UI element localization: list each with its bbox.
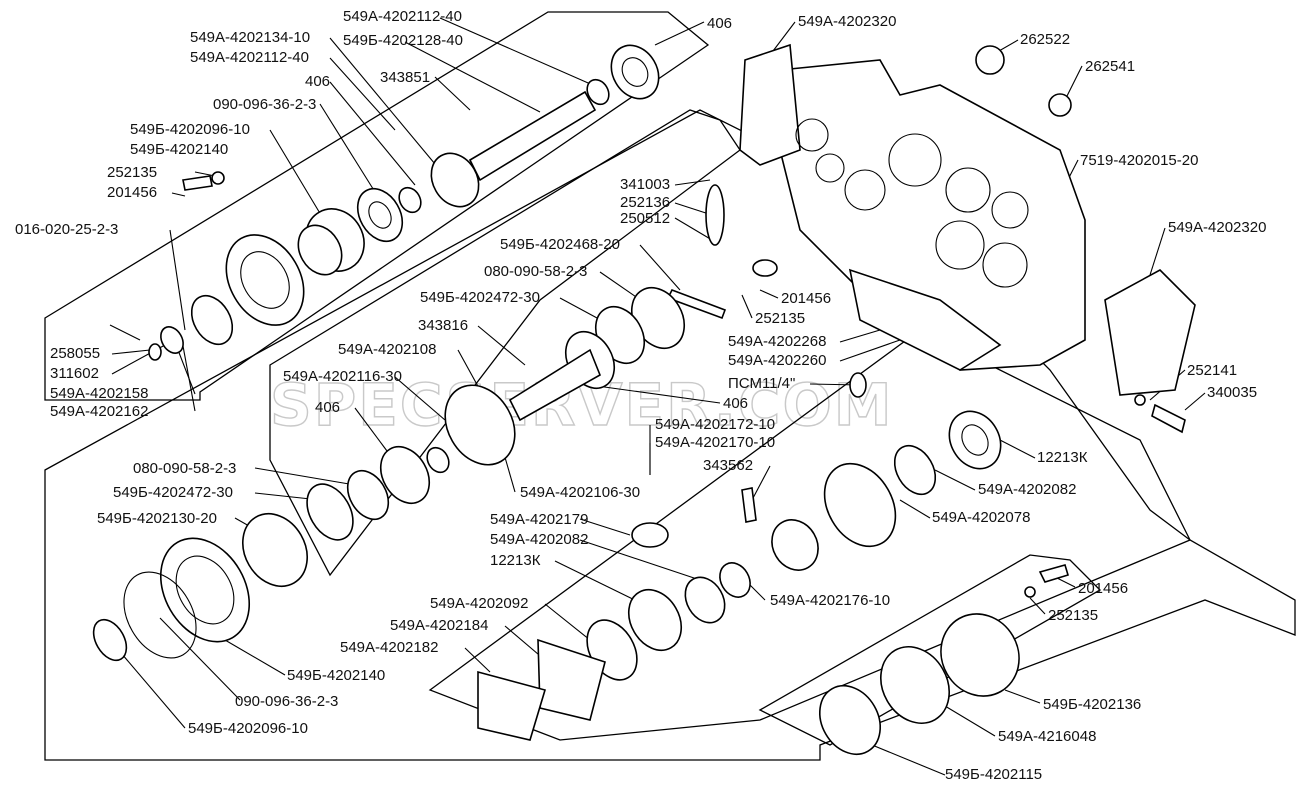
callout-label: 549А-4202116-30 (283, 368, 402, 385)
callout-label: 549А-4202170-10 (655, 434, 775, 451)
callout-label: 549Б-4202096-10 (188, 720, 308, 737)
callout-label: 549А-4202112-40 (343, 8, 462, 25)
callout-label: 549Б-4202472-30 (420, 289, 540, 306)
callout-label: 406 (315, 399, 340, 416)
callout-label: 549А-4202320 (798, 13, 896, 30)
callout-label: 549А-4202092 (430, 595, 528, 612)
callout-label: 252135 (1048, 607, 1098, 624)
callout-label: 252135 (755, 310, 805, 327)
callout-label: 549Б-4202468-20 (500, 236, 620, 253)
callout-label: 252136 (620, 194, 670, 211)
callout-label: 549А-4202162 (50, 403, 148, 420)
callout-label: 343851 (380, 69, 430, 86)
callout-label: 7519-4202015-20 (1080, 152, 1198, 169)
callout-label: 250512 (620, 210, 670, 227)
callout-label: ПСМ11/4" (728, 375, 795, 392)
callout-label: 080-090-58-2-3 (133, 460, 236, 477)
callout-label: 549Б-4202128-40 (343, 32, 463, 49)
upper-shaft-assembly (109, 44, 660, 361)
callout-label: 549А-4202108 (338, 341, 436, 358)
gearbox-housing (739, 43, 1196, 434)
callout-labels: 549А-4202112-40 406 549А-4202320 549А-42… (15, 8, 1266, 783)
callout-label: 252135 (107, 164, 157, 181)
callout-label: 549А-4202179 (490, 511, 588, 528)
callout-label: 549Б-4202115 (945, 766, 1042, 783)
callout-label: 549А-4202158 (50, 385, 148, 402)
callout-label: 311602 (50, 365, 99, 382)
callout-label: 549А-4202082 (490, 531, 588, 548)
callout-label: 549А-4216048 (998, 728, 1096, 745)
callout-label: 549А-4202082 (978, 481, 1076, 498)
callout-label: 080-090-58-2-3 (484, 263, 587, 280)
callout-label: 549А-4202184 (390, 617, 488, 634)
callout-label: 549А-4202078 (932, 509, 1030, 526)
callout-label: 341003 (620, 176, 670, 193)
callout-label: 549А-4202268 (728, 333, 826, 350)
callout-label: 201456 (781, 290, 831, 307)
callout-label: 343816 (418, 317, 468, 334)
callout-label: 549А-4202182 (340, 639, 438, 656)
callout-label: 549А-4202176-10 (770, 592, 890, 609)
callout-label: 549Б-4202130-20 (97, 510, 217, 527)
callout-label: 549Б-4202472-30 (113, 484, 233, 501)
callout-label: 406 (723, 395, 748, 412)
callout-label: 201456 (107, 184, 157, 201)
lower-shaft-assembly (477, 410, 1069, 755)
callout-label: 549Б-4202136 (1043, 696, 1141, 713)
callout-label: 343562 (703, 457, 753, 474)
callout-label: 262522 (1020, 31, 1070, 48)
callout-label: 549Б-4202140 (287, 667, 385, 684)
callout-label: 340035 (1207, 384, 1257, 401)
callout-label: 549А-4202106-30 (520, 484, 640, 501)
callout-label: 262541 (1085, 58, 1135, 75)
callout-label: 12213К (490, 552, 541, 569)
callout-label: 549А-4202260 (728, 352, 826, 369)
callout-label: 549А-4202112-40 (190, 49, 309, 66)
callout-label: 549А-4202134-10 (190, 29, 310, 46)
callout-label: 252141 (1187, 362, 1237, 379)
callout-label: 549Б-4202096-10 (130, 121, 250, 138)
callout-label: 016-020-25-2-3 (15, 221, 118, 238)
callout-label: 12213К (1037, 449, 1088, 466)
middle-shaft-assembly (92, 184, 867, 662)
callout-label: 201456 (1078, 580, 1128, 597)
callout-label: 406 (707, 15, 732, 32)
callout-label: 090-096-36-2-3 (213, 96, 316, 113)
callout-label: 090-096-36-2-3 (235, 693, 338, 710)
callout-label: 549А-4202172-10 (655, 416, 775, 433)
callout-label: 549Б-4202140 (130, 141, 228, 158)
callout-label: 406 (305, 73, 330, 90)
callout-label: 549А-4202320 (1168, 219, 1266, 236)
callout-label: 258055 (50, 345, 100, 362)
